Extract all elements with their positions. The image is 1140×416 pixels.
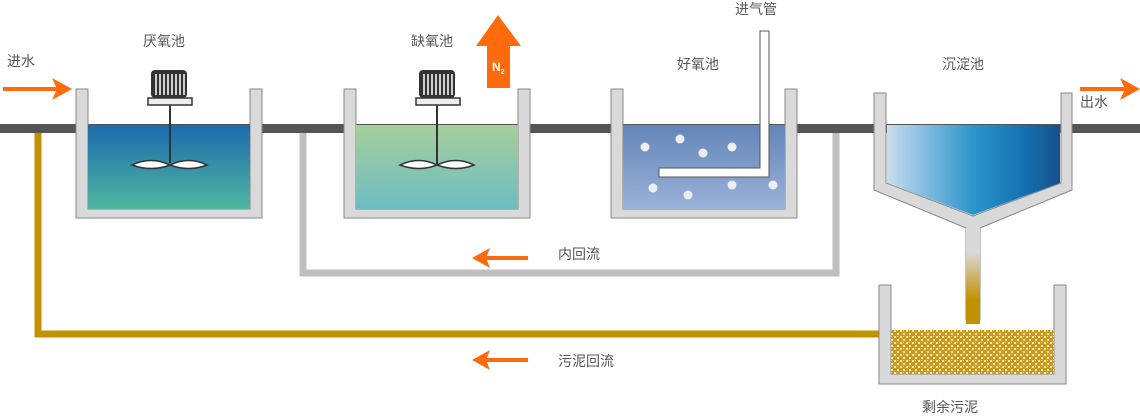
- main-pipe: [0, 124, 1140, 133]
- anoxic-tank-label: 缺氧池: [411, 34, 453, 50]
- n2-label: N2: [492, 60, 505, 76]
- air-inlet-pipe-label: 进气管: [735, 2, 777, 18]
- aerobic-tank-label: 好氧池: [677, 57, 719, 73]
- outlet-arrow: [1080, 78, 1140, 100]
- anaerobic-tank-label: 厌氧池: [143, 34, 185, 50]
- sedimentation-tank-label: 沉淀池: [942, 57, 984, 73]
- excess-sludge-label: 剩余污泥: [922, 399, 978, 416]
- sedimentation-water: [887, 125, 1060, 215]
- sludge-recycle-arrow: [472, 350, 528, 370]
- sludge-recycle-label: 污泥回流: [558, 354, 614, 370]
- sludge-drain-pipe: [966, 228, 980, 324]
- mixer-icon: [130, 70, 209, 170]
- internal-recycle-pipe: [299, 133, 840, 277]
- internal-recycle-label: 内回流: [558, 247, 600, 263]
- aerobic-tank: [610, 88, 798, 219]
- air-bubbles: [640, 134, 778, 200]
- mixer-icon: [398, 70, 476, 170]
- sludge-fill: [891, 330, 1054, 374]
- air-inlet-pipe: [658, 30, 770, 178]
- sedimentation-tank: [873, 92, 1073, 324]
- inlet-arrow: [3, 78, 72, 100]
- internal-recycle-arrow: [472, 248, 528, 268]
- outlet-label: 出水: [1080, 95, 1108, 111]
- sludge-recycle-pipe: [34, 133, 880, 338]
- aerobic-water: [623, 125, 785, 209]
- inlet-label: 进水: [7, 54, 35, 70]
- excess-sludge-tank: [878, 284, 1067, 385]
- n2-release-arrow: N2: [476, 15, 521, 88]
